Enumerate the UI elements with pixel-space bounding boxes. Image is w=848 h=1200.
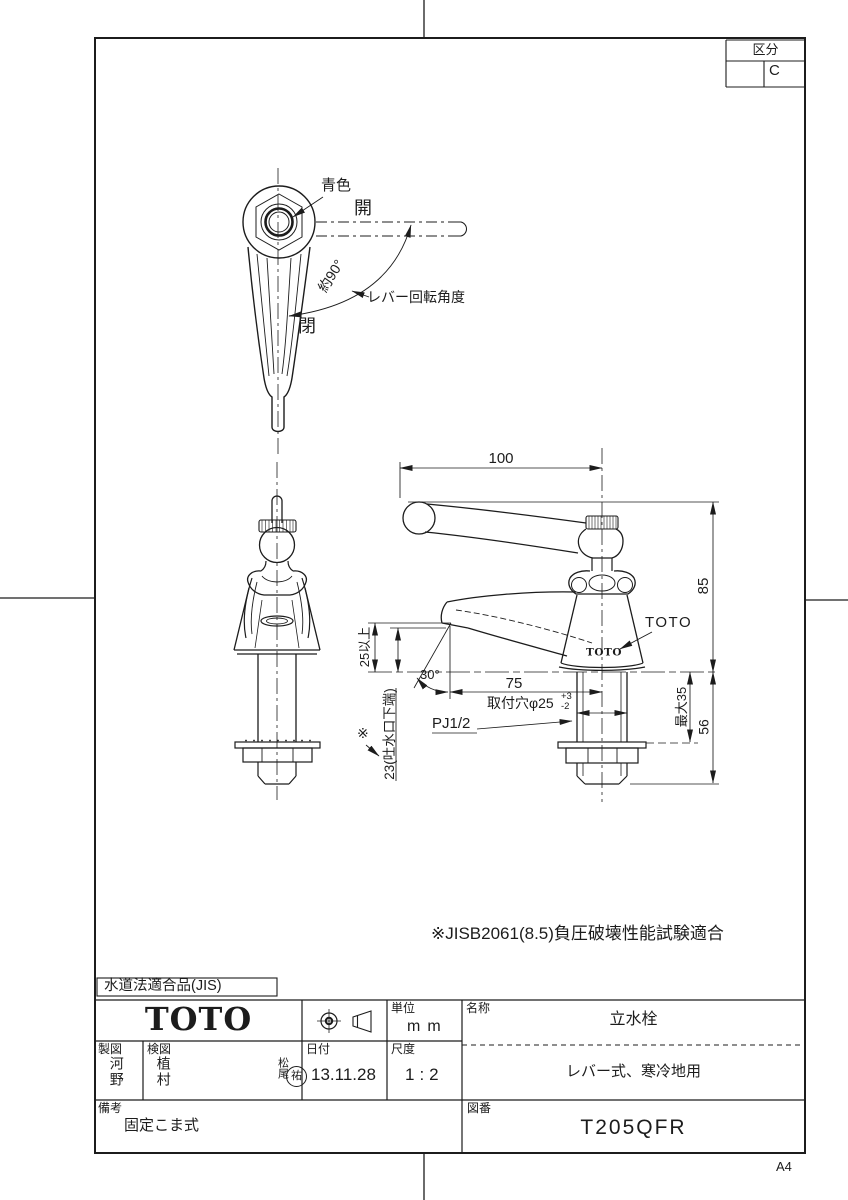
dim-100: 100 bbox=[488, 450, 514, 468]
unit-value: mm bbox=[407, 1018, 448, 1035]
date-label: 日付 bbox=[306, 1042, 331, 1056]
faucet-side-view bbox=[402, 448, 653, 802]
dim-max35: 最大35 bbox=[674, 686, 690, 728]
drawing-number-label: 図番 bbox=[467, 1101, 492, 1115]
toto-callout: TOTO bbox=[645, 614, 693, 631]
open-label: 開 bbox=[354, 198, 372, 218]
dim-85: 85 bbox=[695, 577, 713, 595]
dim-30deg: 30° bbox=[420, 667, 440, 682]
certification-label: 水道法適合品(JIS) bbox=[104, 978, 222, 994]
close-label: 閉 bbox=[298, 316, 316, 336]
toto-body-logo: TOTO bbox=[586, 646, 622, 659]
ref-mark: ※ bbox=[357, 725, 369, 741]
revision-label: 区分 bbox=[752, 42, 779, 57]
remarks-value: 固定こま式 bbox=[124, 1117, 200, 1134]
sheet-format: A4 bbox=[776, 1159, 792, 1174]
remarks-label: 備考 bbox=[98, 1101, 123, 1115]
dim-75: 75 bbox=[505, 675, 523, 693]
blue-cap-label: 青色 bbox=[321, 177, 352, 194]
unit-label: 単位 bbox=[391, 1001, 416, 1015]
date-value: 13.11.28 bbox=[311, 1065, 376, 1084]
hole-tol-minus: -2 bbox=[561, 701, 570, 712]
dim-23-spout: 23(吐水口下端) bbox=[381, 688, 397, 780]
mounting-hole-label: 取付穴φ25 bbox=[487, 695, 554, 711]
jis-test-note: ※JISB2061(8.5)負圧破壊性能試験適合 bbox=[431, 924, 724, 943]
approver-seal: 祐 bbox=[286, 1066, 307, 1087]
checker-label: 検図 bbox=[147, 1042, 172, 1056]
dim-56: 56 bbox=[695, 719, 712, 735]
product-name: 立水栓 bbox=[609, 1011, 658, 1028]
drafter-name: 河野 bbox=[108, 1056, 125, 1088]
checker-name: 植村 bbox=[155, 1056, 172, 1088]
hole-tol-plus: +3 bbox=[561, 691, 572, 702]
drawing-number: T205QFR bbox=[580, 1116, 687, 1139]
lever-top-view bbox=[242, 168, 467, 456]
title-block-grid bbox=[95, 977, 805, 1153]
faucet-front-view bbox=[233, 462, 321, 800]
approver-name: 松尾 bbox=[276, 1057, 289, 1079]
dimension-lines bbox=[365, 462, 719, 785]
scale-value: 1:2 bbox=[405, 1065, 444, 1084]
drafter-label: 製図 bbox=[98, 1042, 123, 1056]
product-subtitle: レバー式、寒冷地用 bbox=[565, 1063, 701, 1080]
scale-label: 尺度 bbox=[391, 1042, 416, 1056]
toto-logo: TOTO bbox=[144, 1000, 253, 1038]
lever-rotation-label: レバー回転角度 bbox=[367, 289, 465, 305]
revision-value: C bbox=[769, 62, 780, 79]
thread-spec: PJ1/2 bbox=[432, 715, 471, 732]
dim-25-min: 25以上 bbox=[357, 626, 373, 668]
name-label: 名称 bbox=[466, 1001, 491, 1015]
